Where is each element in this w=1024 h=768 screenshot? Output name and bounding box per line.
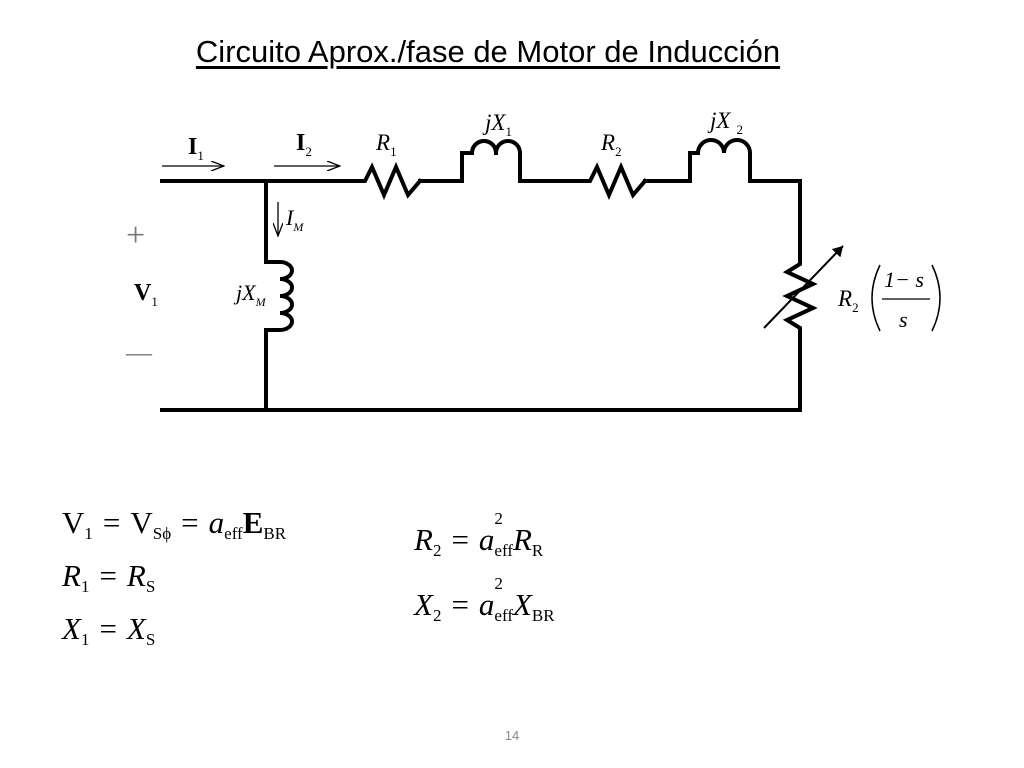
rload-numerator: 1− s [884, 267, 924, 292]
xm-label: jXM [233, 280, 267, 309]
wire-r1-x1 [418, 151, 464, 183]
minus-sign: — [125, 338, 153, 367]
r1-resistor [353, 161, 423, 201]
x2-inductor [688, 138, 752, 183]
equation-x1: X1=XS [62, 611, 156, 649]
i2-label: I2 [296, 130, 312, 159]
im-label: IM [285, 205, 304, 234]
rload-denominator: s [899, 307, 908, 332]
xm-inductor [264, 260, 294, 332]
v1-label: V1 [134, 280, 158, 309]
equation-r1: R1=RS [62, 558, 156, 596]
variable-resistor-arrow [763, 245, 844, 329]
i1-label: I1 [188, 134, 204, 163]
r2-resistor [578, 161, 648, 201]
r2-label: R2 [600, 130, 622, 159]
load-resistor [782, 256, 818, 412]
page-title: Circuito Aprox./fase de Motor de Inducci… [195, 34, 781, 69]
x1-inductor [460, 139, 522, 183]
r1-label: R1 [375, 130, 397, 159]
right-paren [931, 264, 941, 332]
plus-sign: + [126, 217, 145, 254]
rload-r2-label: R2 [837, 286, 859, 315]
equation-v1: V1=VSϕ=aeffEBR [62, 505, 287, 543]
x1-coil-loop [469, 139, 499, 156]
page-number: 14 [504, 728, 520, 743]
left-paren [871, 264, 881, 332]
x1-label: jX1 [482, 110, 512, 139]
wire-r2-x2 [643, 151, 692, 183]
wire-x2-right [748, 179, 802, 260]
